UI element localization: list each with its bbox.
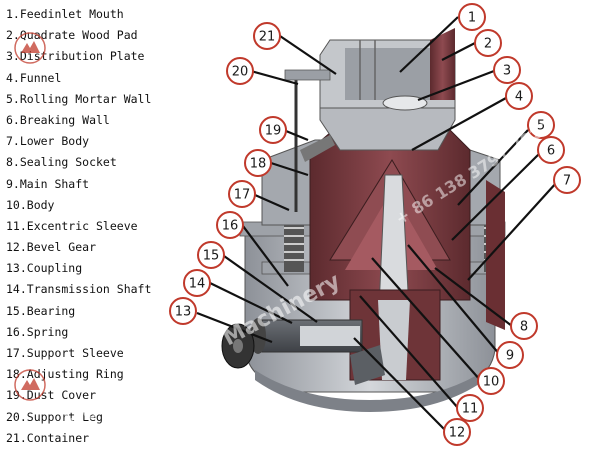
callout-17: 17 [228,180,256,208]
callout-5: 5 [527,111,555,139]
callout-8: 8 [510,312,538,340]
svg-text:10: 10 [483,375,500,390]
legend-item: 10.Body [6,197,55,212]
callout-13: 13 [169,297,197,325]
feed-container [319,28,456,109]
legend-item: 15.Bearing [6,303,76,318]
legend-item: 11.Excentric Sleeve [6,218,138,233]
crusher-body-illustration [221,28,506,412]
callout-6: 6 [537,136,565,164]
svg-text:5: 5 [537,119,545,134]
callout-11: 11 [456,394,484,422]
svg-text:3: 3 [503,64,511,79]
callout-group: 1 2 3 4 5 6 7 [169,3,581,446]
legend-item: 14.Transmission Shaft [6,282,152,297]
svg-text:17: 17 [234,188,251,203]
callout-4: 4 [505,82,533,110]
callout-9: 9 [496,341,524,369]
callout-7: 7 [553,166,581,194]
svg-text:8: 8 [520,320,528,335]
callout-19: 19 [259,116,287,144]
legend-item: 13.Coupling [6,261,83,276]
callout-14: 14 [183,269,211,297]
callout-20: 20 [226,57,254,85]
svg-text:14: 14 [189,277,206,292]
legend-item: 3.Distribution Plate [6,49,145,64]
svg-text:15: 15 [203,249,220,264]
mountain-logo-icon [14,32,46,64]
svg-text:7: 7 [563,174,571,189]
callout-21: 21 [253,22,281,50]
mountain-logo-icon-bottom [14,369,46,401]
legend-item: 8.Sealing Socket [6,155,117,170]
legend-item: 1.Feedinlet Mouth [6,7,124,21]
svg-text:21: 21 [259,30,276,45]
legend-item: 20.Support Leg [6,409,103,424]
svg-text:16: 16 [222,219,239,234]
svg-text:6: 6 [547,144,555,159]
leader-lines [196,16,558,432]
legend-item: 17.Support Sleeve [6,346,124,360]
callout-10: 10 [477,367,505,395]
callout-16: 16 [216,211,244,239]
svg-text:11: 11 [462,402,479,417]
callout-12: 12 [443,418,471,446]
legend-item: 7.Lower Body [6,134,90,149]
legend-item: 21.Container [6,430,90,445]
legend-item: 2.Quadrate Wood Pad [6,28,138,43]
svg-text:13: 13 [175,305,192,320]
legend-item: 16.Spring [6,324,69,339]
transmission-assembly [221,318,363,369]
callout-15: 15 [197,241,225,269]
svg-text:1: 1 [468,11,476,26]
svg-text:9: 9 [506,349,514,364]
callout-3: 3 [493,56,521,84]
svg-text:20: 20 [232,65,249,80]
legend-item: 4.Funnel [6,70,62,85]
svg-text:2: 2 [484,37,492,52]
watermark-corner: Machin [533,404,599,450]
svg-text:18: 18 [250,157,267,172]
legend-item: 12.Bevel Gear [6,240,97,255]
legend-item: 5.Rolling Mortar Wall [6,91,152,106]
svg-text:4: 4 [515,90,523,105]
legend-item: 6.Breaking Wall [6,112,110,127]
legend-item: 19.Dust Cover [6,388,97,403]
svg-text:19: 19 [265,124,282,139]
callout-18: 18 [244,149,272,177]
svg-text:12: 12 [449,426,466,441]
callout-1: 1 [458,3,486,31]
legend-item: 9.Main Shaft [6,176,90,191]
callout-2: 2 [474,29,502,57]
